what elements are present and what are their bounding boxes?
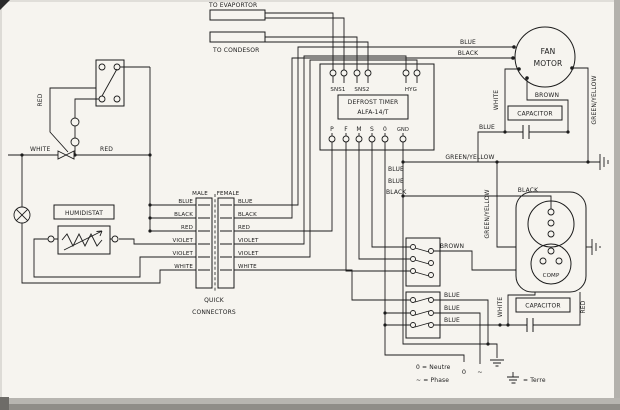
wire-label: BLACK [238,212,257,218]
indicator-lamp [13,206,31,224]
fan-label-2: MOTOR [534,59,563,68]
compressor: COMP [515,191,587,293]
connectors-caption: CONNECTORS [192,309,236,316]
condensor-connector: TO CONDESOR [209,31,266,54]
male-label: MALE [192,191,208,197]
wire-label: BLACK [518,187,539,194]
selector-switch [57,59,125,160]
earth-icon-supply [490,359,504,367]
to-evaporator-label: TO EVAPORTOR [208,2,257,9]
fan-capacitor: CAPACITOR [507,105,563,139]
female-label: FEMALE [217,191,240,197]
wire-label: VIOLET [238,238,259,244]
legend: 0 = Neutre ~ = Phase = Terre [416,364,546,384]
wire-label: GREEN/YELLOW [591,75,598,124]
quick-connectors: MALE FEMALE QUICK CONNECTORS BLUE BLACK … [172,191,259,316]
wire-label: WHITE [174,264,193,270]
switch-blade-icon [101,68,118,97]
quick-caption: QUICK [204,297,225,304]
wire-label: BLUE [444,317,460,324]
legend-terre: = Terre [523,377,546,384]
wire-label: BLUE [479,124,495,131]
humidistat: HUMIDISTAT [47,204,119,255]
terminal-block-upper [405,237,441,287]
earth-symbols [490,154,609,367]
to-condensor-label: TO CONDESOR [212,47,259,54]
wire-label: RED [37,93,44,106]
supply-terminals: 0 ~ [462,368,483,376]
junction-dots [20,130,590,346]
wire-label: BLUE [388,166,404,173]
capacitor-plates-icon [526,318,534,332]
defrost-timer: DEFROST TIMER ALFA-14/T SNS1 SNS2 HYG P … [319,63,435,151]
wire-label: RED [238,225,250,231]
wire-label: VIOLET [172,238,193,244]
wire-label: RED [580,300,587,313]
fan-label-1: FAN [541,47,556,56]
wire-label: BLACK [458,50,479,57]
wire-label: RED [100,146,113,153]
terminal-sns1: SNS1 [330,87,345,93]
earth-icon-right [599,154,609,170]
wire-label: WHITE [30,146,50,153]
resistor-icon [61,232,103,248]
supply-phase-symbol: ~ [477,368,483,376]
timer-title: DEFROST TIMER [348,99,399,106]
wire-label: WHITE [238,264,257,270]
earth-icon-legend [507,372,519,384]
compressor-label: COMP [543,273,560,279]
inline-connector-icon [57,150,68,160]
supply-neutral-symbol: 0 [462,368,466,376]
legend-neutre: 0 = Neutre [416,364,451,371]
terminal-sns2: SNS2 [354,87,369,93]
capacitor-plates-icon [522,125,530,139]
wire-label: BLUE [388,178,404,185]
terminal-0: 0 [383,126,387,133]
wire-label: GREEN/YELLOW [445,154,494,161]
terminal-s: S [370,126,374,133]
wire-label: BROWN [440,243,464,250]
terminal-p: P [330,126,334,133]
legend-phase: ~ = Phase [416,377,449,384]
wire-label: BLACK [174,212,193,218]
terminal-f: F [344,126,348,133]
wire-label: BLUE [178,199,193,205]
wire-label: BROWN [535,92,559,99]
wire-label: BLUE [238,199,253,205]
wire-label: VIOLET [172,251,193,257]
evaporator-connector: TO EVAPORTOR [208,2,266,21]
terminal-gnd: GND [397,127,409,133]
timer-model: ALFA-14/T [357,109,388,116]
wire-label: VIOLET [238,251,259,257]
wire-label: WHITE [493,90,500,110]
terminal-hyg: HYG [405,87,417,93]
wire-colour-labels: BLUE BLACK WHITE RED RED BROWN WHITE GRE… [30,39,598,324]
arrow-icon [63,230,103,251]
inline-connector-icon [64,150,75,160]
lamp-cross-icon [15,208,29,222]
wires [8,12,600,364]
wire-label: GREEN/YELLOW [484,189,491,238]
terminal-block-lower [405,291,441,339]
humidistat-label: HUMIDISTAT [65,210,103,217]
terminal-m: M [356,126,361,133]
wire-label: BLACK [386,189,407,196]
compressor-capacitor: CAPACITOR [515,297,571,332]
wire-label: BLUE [444,292,460,299]
wire-label: BLUE [444,305,460,312]
wire-label: WHITE [497,297,504,317]
earth-icon-compressor [591,239,601,255]
fan-capacitor-label: CAPACITOR [517,111,552,118]
wire-label: RED [181,225,193,231]
compressor-capacitor-label: CAPACITOR [525,303,560,310]
wire-label: BLUE [460,39,476,46]
fan-motor: FAN MOTOR [511,26,576,88]
